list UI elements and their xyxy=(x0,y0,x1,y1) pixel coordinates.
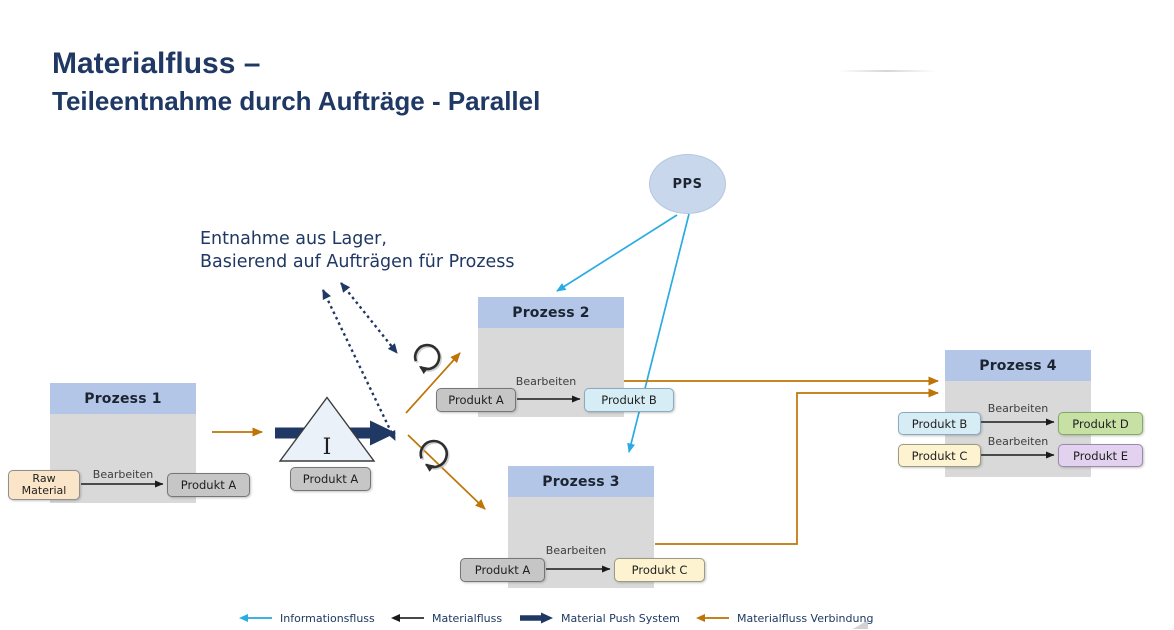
action-label: Bearbeiten xyxy=(92,468,154,481)
process-header: Prozess 2 xyxy=(478,297,624,328)
process-header: Prozess 1 xyxy=(50,383,196,414)
material-push-arrow-icon xyxy=(520,612,553,624)
entnahme-dotted-arrow-2 xyxy=(321,289,397,441)
informationsfluss-arrow-icon xyxy=(239,614,272,622)
process-header: Prozess 3 xyxy=(508,466,654,497)
loop-arrow-icon xyxy=(419,439,448,472)
legend-label: Informationsfluss xyxy=(280,611,375,625)
action-label: Bearbeiten xyxy=(545,544,607,557)
page-title: Materialfluss – Teileentnahme durch Auft… xyxy=(52,44,540,118)
product-chip-produkt-a: Produkt A xyxy=(167,473,250,497)
decorative-line xyxy=(838,70,936,72)
product-chip-produkt-d: Produkt D xyxy=(1058,412,1143,435)
legend-item-materialfluss-verbindung: Materialfluss Verbindung xyxy=(696,606,873,630)
verbindung-arrow-lager-prozess-3 xyxy=(407,434,486,510)
process-header: Prozess 4 xyxy=(945,350,1091,381)
loop-arrow-shadow xyxy=(415,345,442,372)
product-chip-produkt-b: Produkt B xyxy=(898,412,981,435)
loop-arrow-icon xyxy=(413,343,441,375)
corner-triangle-decoration xyxy=(853,620,868,629)
product-chip-raw-material: Raw Material xyxy=(8,470,80,500)
legend-label: Materialfluss xyxy=(432,611,503,625)
material-push-arrow xyxy=(275,420,396,446)
materialfluss-arrow-icon xyxy=(391,614,424,622)
product-chip-produkt-c: Produkt C xyxy=(898,444,981,467)
product-chip-produkt-a: Produkt A xyxy=(436,388,516,412)
legend-label: Materialfluss Verbindung xyxy=(737,611,874,625)
action-label: Bearbeiten xyxy=(987,402,1049,415)
loop-arrow-shadow xyxy=(421,441,450,470)
legend-item-informationsfluss: Informationsfluss xyxy=(239,606,375,630)
entnahme-dotted-arrow-1 xyxy=(340,282,398,354)
legend-item-material-push-system: Material Push System xyxy=(519,606,680,630)
inventory-symbol: I xyxy=(323,435,332,460)
product-chip-produkt-a: Produkt A xyxy=(290,467,371,491)
pps-node: PPS xyxy=(649,154,726,214)
legend-label: Material Push System xyxy=(561,611,680,625)
verbindung-arrow-icon xyxy=(696,614,729,622)
annotation-line-1: Entnahme aus Lager, xyxy=(200,229,387,249)
action-label: Bearbeiten xyxy=(515,375,577,388)
product-chip-produkt-c: Produkt C xyxy=(614,558,705,582)
title-line-2: Teileentnahme durch Aufträge - Parallel xyxy=(52,86,541,116)
title-line-1: Materialfluss – xyxy=(52,47,261,80)
product-chip-produkt-a: Produkt A xyxy=(460,558,545,582)
informationsfluss-arrow-pps-prozess-2 xyxy=(556,214,678,292)
informationsfluss-arrow-pps-prozess-3 xyxy=(627,213,690,453)
annotation-entnahme: Entnahme aus Lager, Basierend auf Aufträ… xyxy=(200,228,515,274)
legend-item-materialfluss: Materialfluss xyxy=(391,606,502,630)
product-chip-produkt-b: Produkt B xyxy=(584,388,674,412)
verbindung-arrow-prozess-3-prozess-4 xyxy=(655,388,939,545)
annotation-line-2: Basierend auf Aufträgen für Prozess xyxy=(200,252,515,272)
action-label: Bearbeiten xyxy=(987,435,1049,448)
product-chip-produkt-e: Produkt E xyxy=(1058,444,1143,467)
inventory-triangle-icon xyxy=(278,396,376,462)
